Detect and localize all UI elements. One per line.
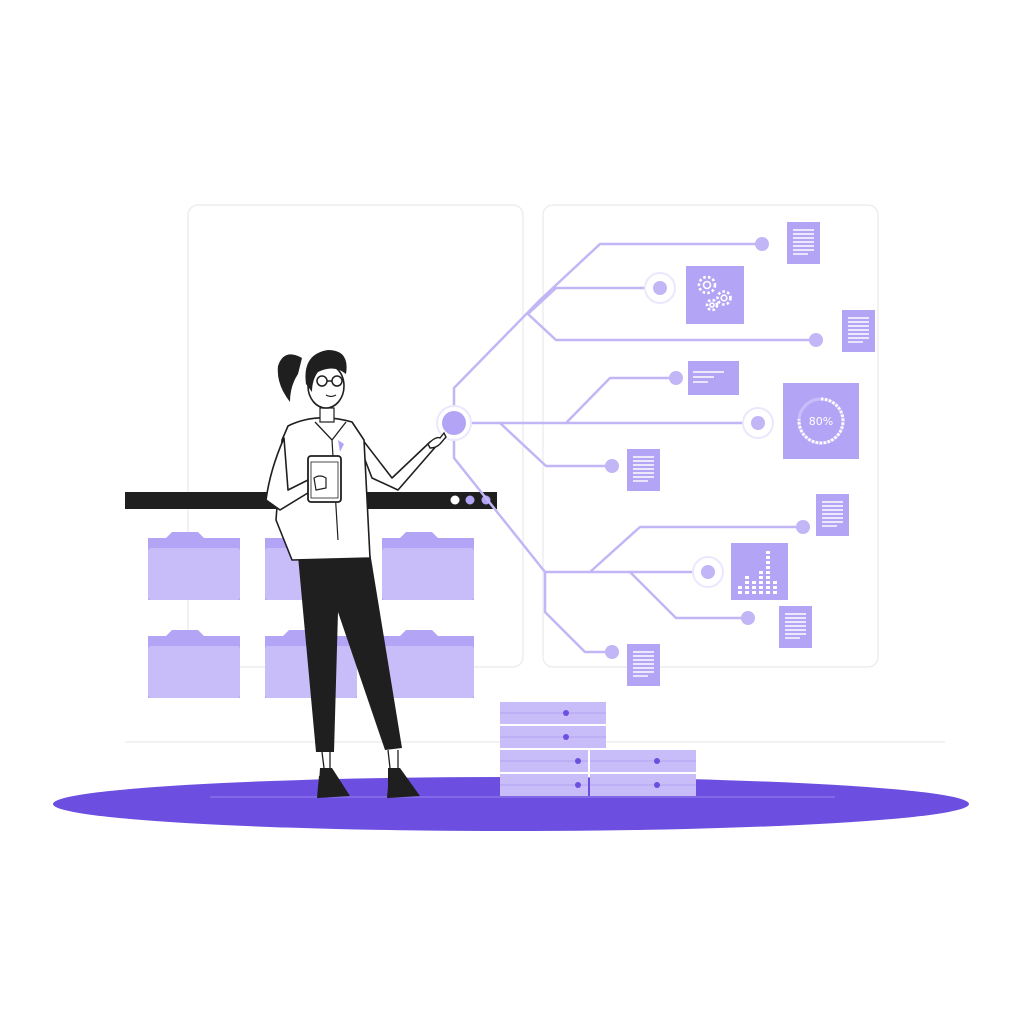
endpoint-dots [605,237,823,659]
pointing-hand [427,431,447,449]
document-icon [779,606,812,648]
ring-node [692,556,724,588]
folder-icon [382,630,474,698]
gauge-value: 80% [809,415,833,428]
floor-ellipse [53,777,969,831]
woman-figure [265,350,447,799]
server-icon [500,726,606,748]
background-panels [125,204,945,743]
folder-icon [382,532,474,600]
document-icons [627,222,875,686]
ponytail [277,354,302,402]
endpoint-dot [796,520,810,534]
gears-icon [686,266,744,324]
endpoint-dot [741,611,755,625]
folder-icon [148,532,240,600]
document-icon [816,494,849,536]
gauge-icon: 80% [783,383,859,459]
hub-node [436,405,472,441]
endpoint-dot [755,237,769,251]
glasses-icon [316,375,343,387]
ring-nodes [644,272,774,588]
bar-chart-icon [731,543,788,600]
hair [305,350,347,392]
document-icon [627,449,660,491]
text-card [688,361,739,395]
shoe-left [318,768,350,798]
document-icon [842,310,875,352]
server-icon [590,750,696,772]
server-stack [500,702,696,796]
endpoint-dot [605,645,619,659]
endpoint-dot [669,371,683,385]
folder-icon [148,630,240,698]
shelf-dot [450,495,460,505]
document-icon [627,644,660,686]
server-icon [590,774,696,796]
endpoint-dot [809,333,823,347]
server-icon [500,774,588,796]
endpoint-dot [605,459,619,473]
shoe-right [388,768,420,798]
ring-node [644,272,676,304]
tablet-icon [307,455,342,503]
server-icon [500,750,588,772]
trousers [298,552,402,752]
network-lines [452,242,818,654]
server-icon [500,702,606,724]
document-icon [787,222,820,264]
ring-node [742,407,774,439]
shelf-dot [465,495,475,505]
right-panel [542,204,879,668]
